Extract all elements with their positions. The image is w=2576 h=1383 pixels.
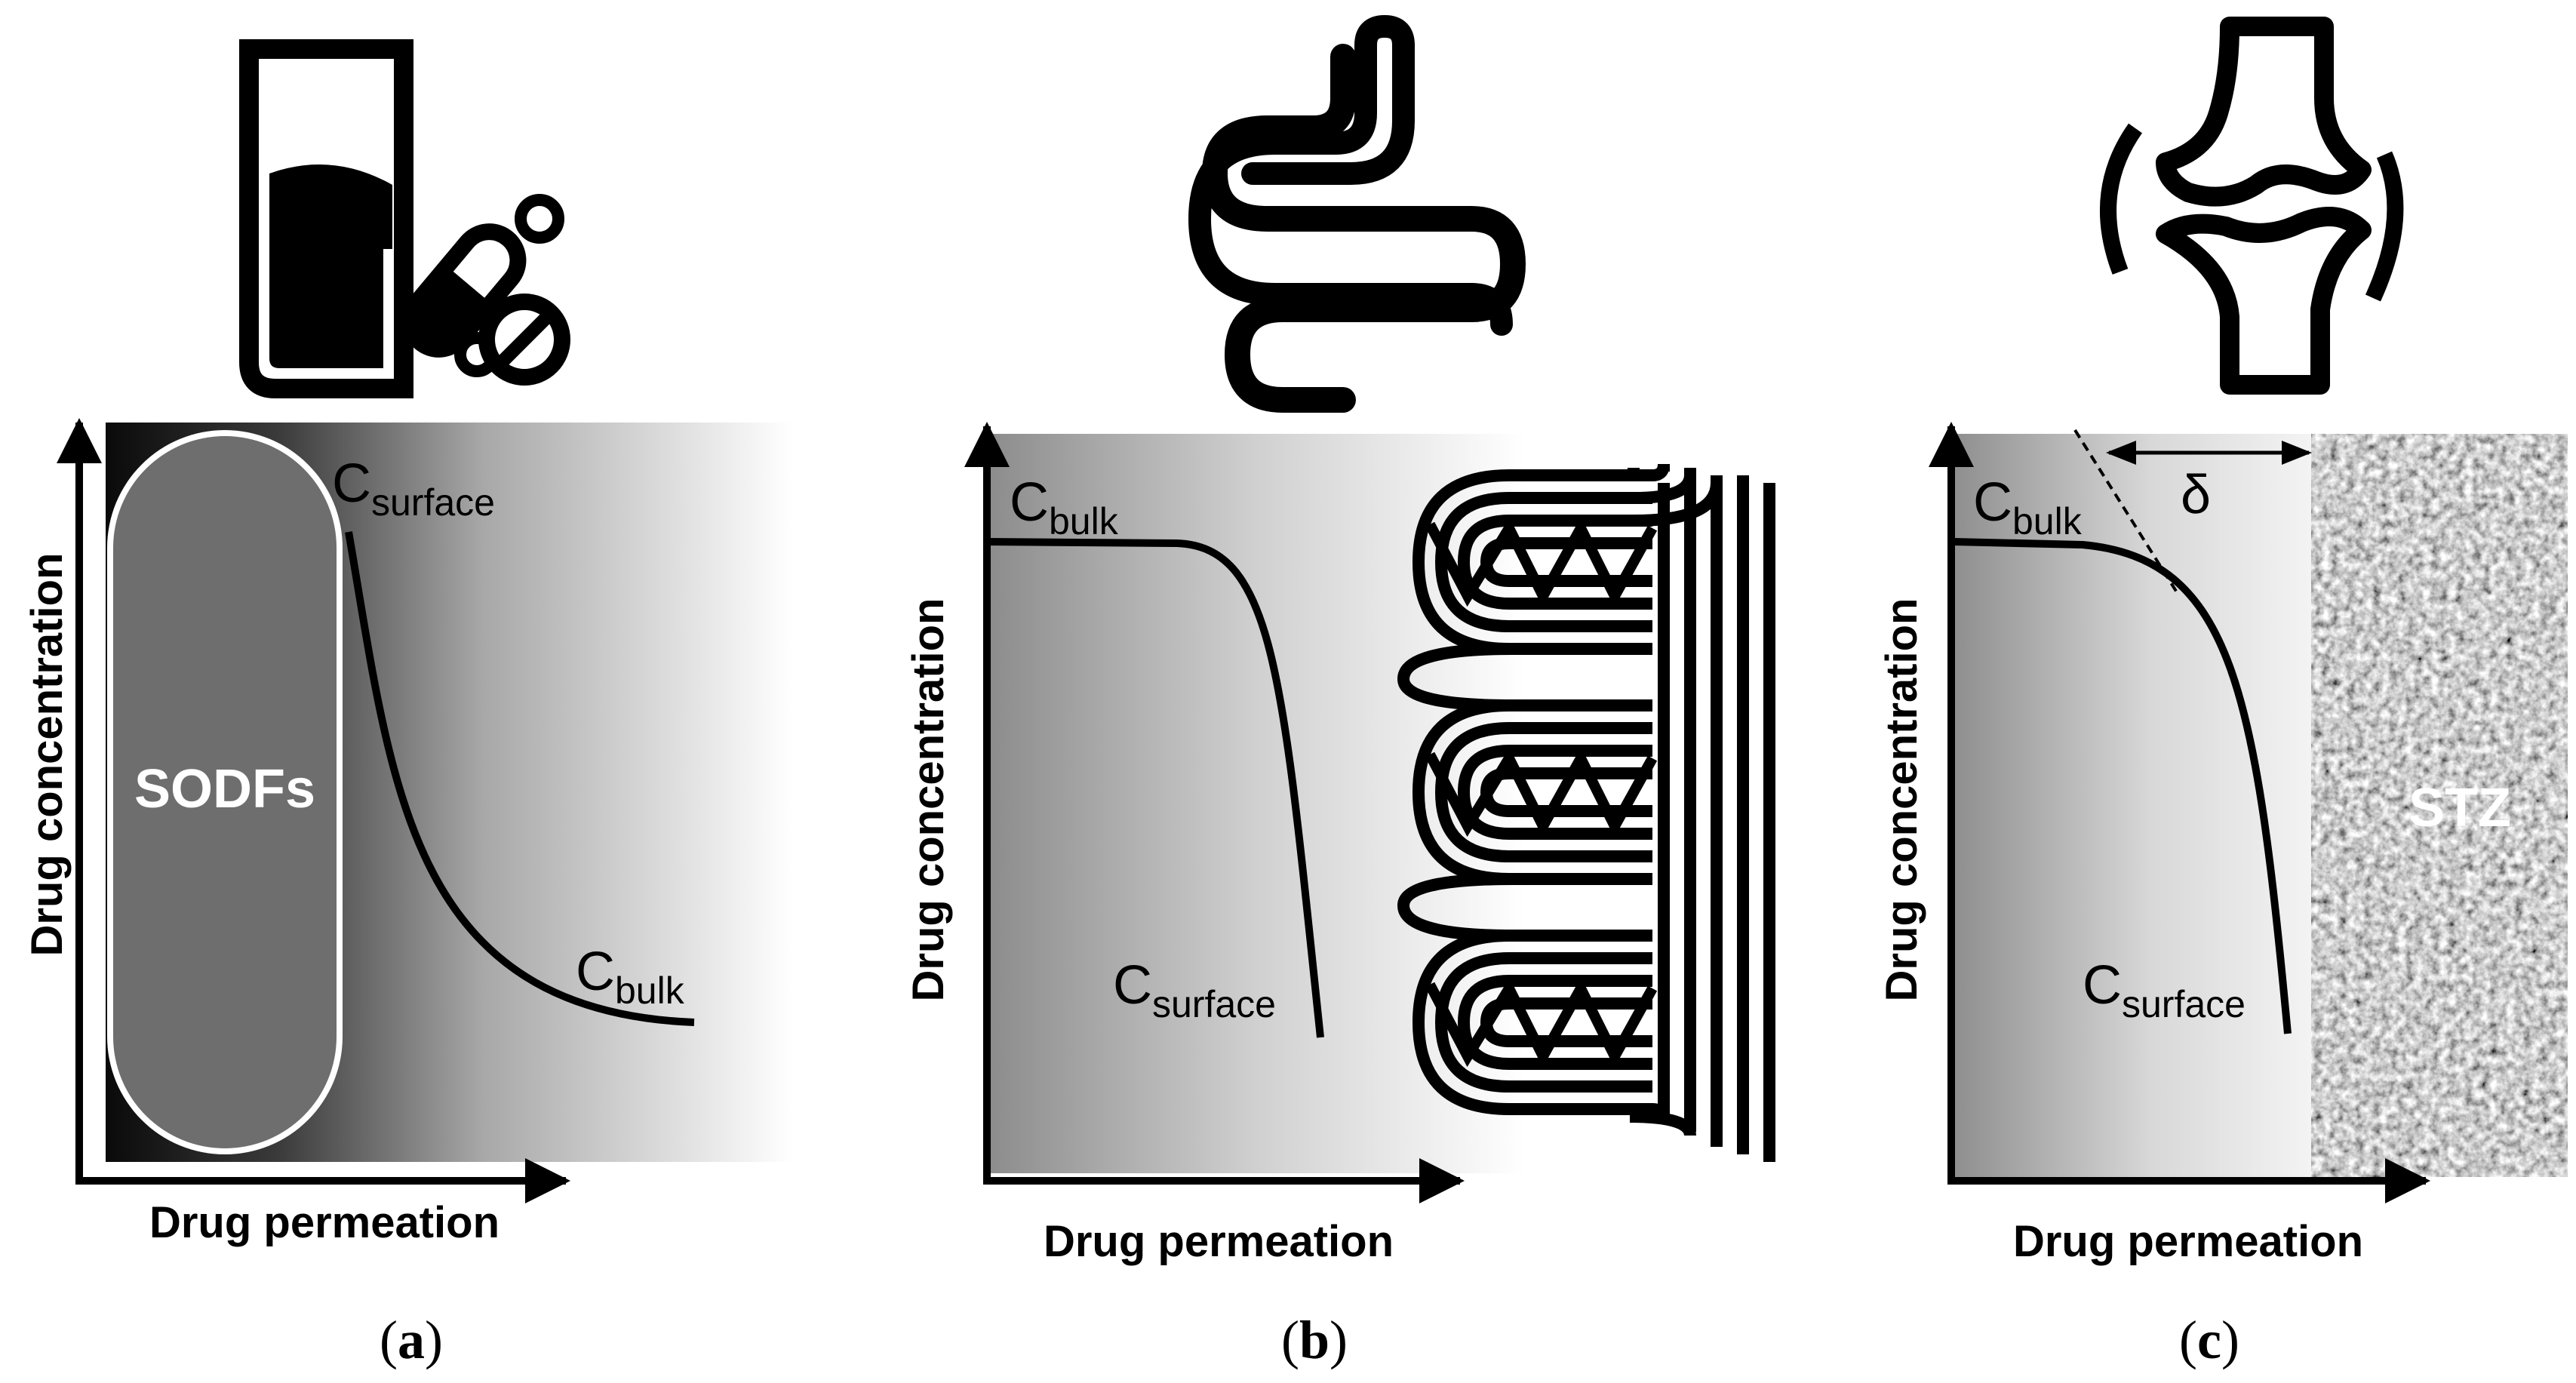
intestine-icon <box>1201 44 1526 413</box>
panel-label-c: (c) <box>2179 1310 2239 1370</box>
intestine-icon-outline <box>1188 14 1513 336</box>
c-bulk-label: Cbulk <box>1010 472 1119 542</box>
concentration-curve <box>988 538 1324 1038</box>
panel-c: STZ δ Cbulk Csurface Drug permeation Dru… <box>1877 17 2568 1370</box>
delta-label: δ <box>2181 465 2211 525</box>
concentration-curve <box>345 531 695 1026</box>
c-bulk-label: Cbulk <box>1973 472 2083 542</box>
dosage-form-label: SODFs <box>134 759 315 819</box>
x-axis-label: Drug permeation <box>149 1198 500 1247</box>
tissue-label: STZ <box>2408 778 2511 838</box>
intestinal-villi <box>1397 463 1775 1162</box>
y-axis-label: Drug concentration <box>904 598 953 1002</box>
panel-a: SODFs Csurface Cbulk Drug permeation Dru… <box>23 39 792 1370</box>
y-axis-label: Drug concentration <box>1877 598 1926 1002</box>
y-axis-label: Drug concentration <box>23 553 72 957</box>
panel-label-b: (b) <box>1281 1310 1348 1370</box>
joint-icon <box>2100 17 2404 395</box>
x-axis-label: Drug permeation <box>2013 1217 2363 1266</box>
concentration-gradient <box>988 434 1524 1173</box>
c-surface-label: Csurface <box>2083 955 2246 1025</box>
c-bulk-label: Cbulk <box>576 942 685 1012</box>
tissue-region <box>2311 434 2568 1177</box>
panel-b: Cbulk Csurface Drug permeation Drug conc… <box>904 14 1775 1370</box>
concentration-curve <box>1954 538 2292 1034</box>
panel-label-a: (a) <box>380 1310 443 1370</box>
x-axis-label: Drug permeation <box>1044 1217 1394 1266</box>
c-surface-label: Csurface <box>1113 955 1276 1025</box>
dosage-form <box>113 436 337 1148</box>
glass-with-pills-icon <box>239 39 570 398</box>
c-surface-label: Csurface <box>332 453 495 524</box>
